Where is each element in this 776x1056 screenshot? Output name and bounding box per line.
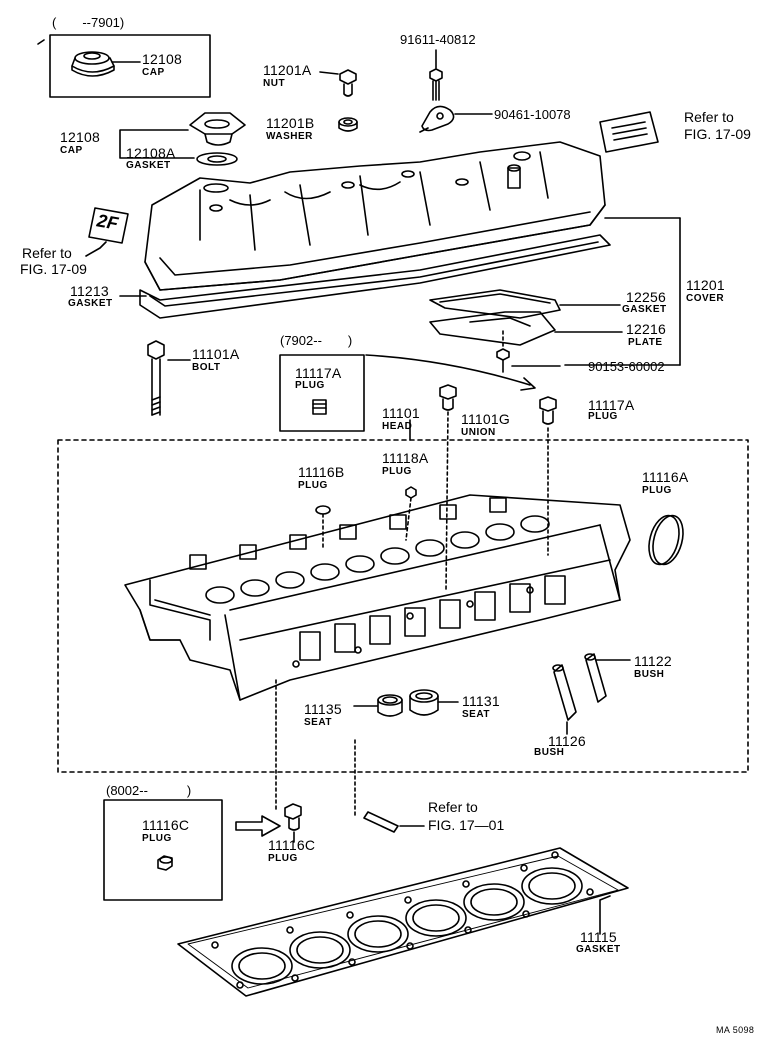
part-number-11117a-box: 11117A — [295, 365, 342, 381]
part-name-12108: CAP — [60, 145, 83, 156]
part-number-11131: 11131 — [462, 693, 500, 709]
part-number-12108: 12108 — [60, 129, 100, 145]
plug-11117a-icon — [539, 396, 557, 425]
part-number-11201a: 11201A — [263, 62, 312, 78]
head-gasket-icon — [177, 847, 629, 997]
part-number-11135: 11135 — [304, 701, 342, 717]
valve-cover-icon — [144, 141, 606, 291]
part-number-12108a: 12108A — [126, 145, 176, 161]
seat-11135-icon — [377, 694, 403, 717]
part-name-11213: GASKET — [68, 298, 113, 309]
part-name-11131: SEAT — [462, 709, 490, 720]
part-number-11116c: 11116C — [268, 837, 316, 853]
cover-gasket-icon — [139, 234, 611, 319]
ref-top-right-line2: FIG. 17-09 — [684, 126, 751, 142]
part-name-11116c: PLUG — [268, 853, 298, 864]
oil-filler-cap-icon — [189, 112, 246, 166]
part-name-11201b: WASHER — [266, 131, 313, 142]
head-group-frame — [57, 439, 749, 773]
part-number-90461: 90461-10078 — [494, 107, 571, 122]
part-number-11101a: 11101A — [192, 346, 240, 362]
plug-11116b-icon — [315, 505, 331, 515]
part-name-11101a: BOLT — [192, 362, 221, 373]
part-name-11122: BUSH — [634, 669, 665, 680]
part-name-11116a: PLUG — [642, 485, 672, 496]
plug-11116a-icon — [648, 514, 684, 566]
part-number-11115: 11115 — [580, 929, 617, 945]
ref-left-line1: Refer to — [22, 245, 72, 261]
plug-11116c-box-icon — [157, 855, 173, 871]
cylinder-head-icon — [124, 494, 631, 701]
plug-c-date-range: (8002-- ) — [106, 783, 192, 798]
ref-left-line2: FIG. 17-09 — [20, 261, 87, 277]
part-name-11101g: UNION — [461, 427, 496, 438]
plug-date-box — [279, 354, 365, 432]
part-name-11115: GASKET — [576, 944, 621, 955]
part-number-11116a: 11116A — [642, 469, 689, 485]
part-number-12108-top: 12108 — [142, 51, 182, 67]
cap-part-icon — [71, 51, 115, 77]
part-number-91611: 91611-40812 — [400, 32, 476, 47]
part-number-11117a: 11117A — [588, 397, 635, 413]
part-number-11213: 11213 — [70, 283, 109, 299]
clamp-part-icon — [419, 105, 455, 133]
part-number-11101: 11101 — [382, 405, 420, 421]
part-name-11116c-box: PLUG — [142, 833, 172, 844]
engine-badge-text: 2F — [95, 210, 120, 234]
cap-date-range: ( --7901) — [52, 15, 125, 30]
part-number-12216: 12216 — [626, 321, 666, 337]
breather-plate-icon — [429, 311, 556, 346]
plug-11118a-icon — [405, 486, 417, 499]
plate-gasket-icon — [429, 289, 561, 319]
engine-badge-icon — [88, 207, 129, 244]
plug-11116c-icon — [284, 803, 302, 831]
part-name-11126: BUSH — [534, 747, 565, 758]
part-number-11201: 11201 — [686, 277, 725, 293]
figure-code: MA 5098 — [716, 1025, 755, 1035]
part-name-11118a: PLUG — [382, 466, 412, 477]
part-number-11201b: 11201B — [266, 115, 315, 131]
nut-part-icon — [339, 69, 357, 97]
dowel-pin-icon — [363, 811, 399, 833]
part-name-11201: COVER — [686, 293, 725, 304]
part-name-11116b: PLUG — [298, 480, 328, 491]
part-name-11135: SEAT — [304, 717, 332, 728]
part-name-11101: HEAD — [382, 421, 413, 432]
part-number-11118a: 11118A — [382, 450, 429, 466]
head-bolt-icon — [147, 340, 165, 416]
label-card-icon — [599, 111, 659, 153]
plug-part-icon — [312, 399, 327, 415]
part-name-11117a: PLUG — [588, 411, 618, 422]
part-number-12256: 12256 — [626, 289, 666, 305]
plug-c-date-box — [103, 799, 223, 901]
arrow-icon — [235, 815, 281, 837]
part-number-11101g: 11101G — [461, 411, 510, 427]
seat-11131-icon — [409, 689, 439, 716]
part-number-11116b: 11116B — [298, 464, 345, 480]
part-number-11116c-box: 11116C — [142, 817, 190, 833]
screw-part-icon — [496, 348, 510, 373]
bush-11126-icon — [552, 664, 577, 721]
bolt-part-icon — [429, 68, 443, 101]
washer-part-icon — [338, 117, 358, 132]
part-name-12108a: GASKET — [126, 160, 171, 171]
ref-top-right-line1: Refer to — [684, 109, 734, 125]
part-name-12216: PLATE — [628, 337, 663, 348]
part-number-11122: 11122 — [634, 653, 672, 669]
part-name-12108-top: CAP — [142, 67, 165, 78]
part-name-11117a-box: PLUG — [295, 380, 325, 391]
part-name-11201a: NUT — [263, 78, 286, 89]
cap-date-box — [49, 34, 211, 98]
bush-11122-icon — [584, 653, 607, 703]
ref-bottom-line1: Refer to — [428, 799, 478, 815]
part-number-11126: 11126 — [548, 733, 586, 749]
part-number-90153: 90153-60002 — [588, 359, 665, 374]
part-name-12256: GASKET — [622, 304, 667, 315]
plug-date-range: (7902-- ) — [280, 333, 353, 348]
union-part-icon — [439, 384, 457, 411]
ref-bottom-line2: FIG. 17—01 — [428, 817, 505, 833]
